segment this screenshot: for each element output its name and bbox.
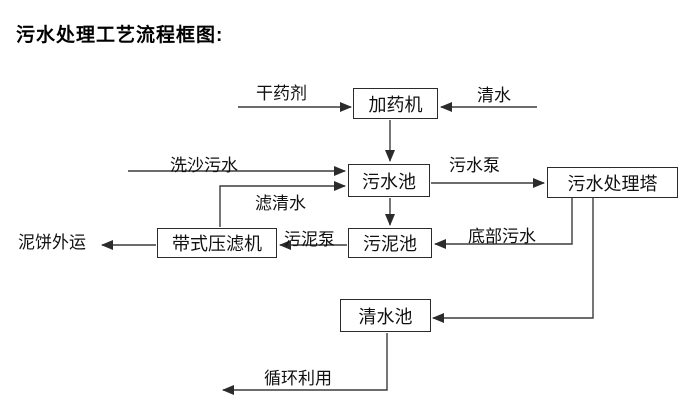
flow-label-sewage-pump: 污水泵	[449, 156, 500, 175]
node-sewage-pool: 污水池	[348, 164, 430, 197]
arrow-tower-bottom-sewage-to-sludge-pool	[434, 198, 573, 249]
flow-label-bottom-sewage: 底部污水	[468, 227, 536, 246]
node-dosing-machine: 加药机	[353, 88, 438, 119]
flow-label-sand-washing-sewage: 洗沙污水	[170, 156, 238, 175]
flow-label-filtered-water: 滤清水	[255, 194, 306, 213]
flow-label-recycling: 循环利用	[264, 369, 332, 388]
flow-label-mud-cake-shipped-out: 泥饼外运	[18, 233, 86, 252]
node-sewage-treatment-tower: 污水处理塔	[547, 167, 678, 198]
node-belt-filter-press: 带式压滤机	[157, 228, 277, 258]
arrow-clean-water-pool-to-recycling	[222, 333, 388, 395]
arrow-tower-to-clean-water-pool	[432, 198, 594, 323]
flow-label-dry-agent: 干药剂	[256, 84, 307, 103]
page-title: 污水处理工艺流程框图:	[16, 25, 224, 46]
node-clean-water-pool: 清水池	[340, 299, 431, 332]
flow-label-clean-water: 清水	[477, 86, 511, 105]
flow-label-sludge-pump: 污泥泵	[284, 230, 335, 249]
node-sludge-pool: 污泥池	[348, 228, 432, 258]
arrow-filtered-water-press-to-sewage-pool	[219, 181, 346, 227]
